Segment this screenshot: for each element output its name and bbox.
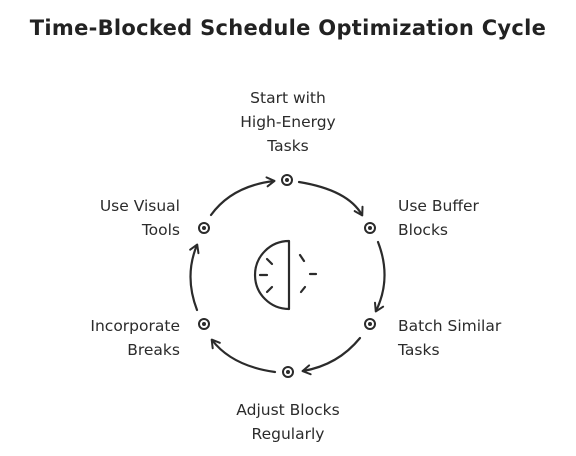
half-clock-icon (253, 239, 318, 311)
step-label-line: Batch Similar (398, 317, 502, 335)
node-dot-5 (198, 318, 210, 330)
step-label-line: Regularly (251, 425, 325, 443)
step-label-line: Use Buffer (398, 197, 479, 215)
node-dot-4 (282, 366, 294, 378)
step-label-line: Incorporate (90, 317, 180, 335)
diagram-title: Time-Blocked Schedule Optimization Cycle (29, 16, 547, 40)
node-dot-2 (364, 222, 376, 234)
cycle-arrow-5 (189, 243, 200, 312)
step-label-visual-tools: Use Visual Tools (8, 194, 180, 242)
step-label-line: Tools (141, 221, 180, 239)
step-label-line: Adjust Blocks (236, 401, 340, 419)
step-label-buffer-blocks: Use Buffer Blocks (398, 194, 558, 242)
step-label-line: Blocks (398, 221, 448, 239)
cycle-arrow-2 (374, 240, 386, 313)
step-label-batch-tasks: Batch Similar Tasks (398, 314, 568, 362)
step-label-line: Start with (250, 89, 326, 107)
node-dot-1 (281, 174, 293, 186)
step-label-line: Tasks (267, 137, 309, 155)
step-label-line: High-Energy (240, 113, 336, 131)
cycle-arrow-3 (301, 336, 362, 376)
step-label-line: Use Visual (99, 197, 180, 215)
cycle-arrow-4 (210, 338, 277, 374)
node-dot-6 (198, 222, 210, 234)
node-dot-3 (364, 318, 376, 330)
step-label-line: Breaks (127, 341, 180, 359)
step-label-start-high-energy: Start with High-Energy Tasks (208, 86, 368, 158)
cycle-arrow-6 (209, 176, 276, 217)
step-label-incorporate-breaks: Incorporate Breaks (8, 314, 180, 362)
cycle-arrow-1 (297, 180, 364, 217)
step-label-adjust-blocks: Adjust Blocks Regularly (198, 398, 378, 446)
step-label-line: Tasks (398, 341, 440, 359)
